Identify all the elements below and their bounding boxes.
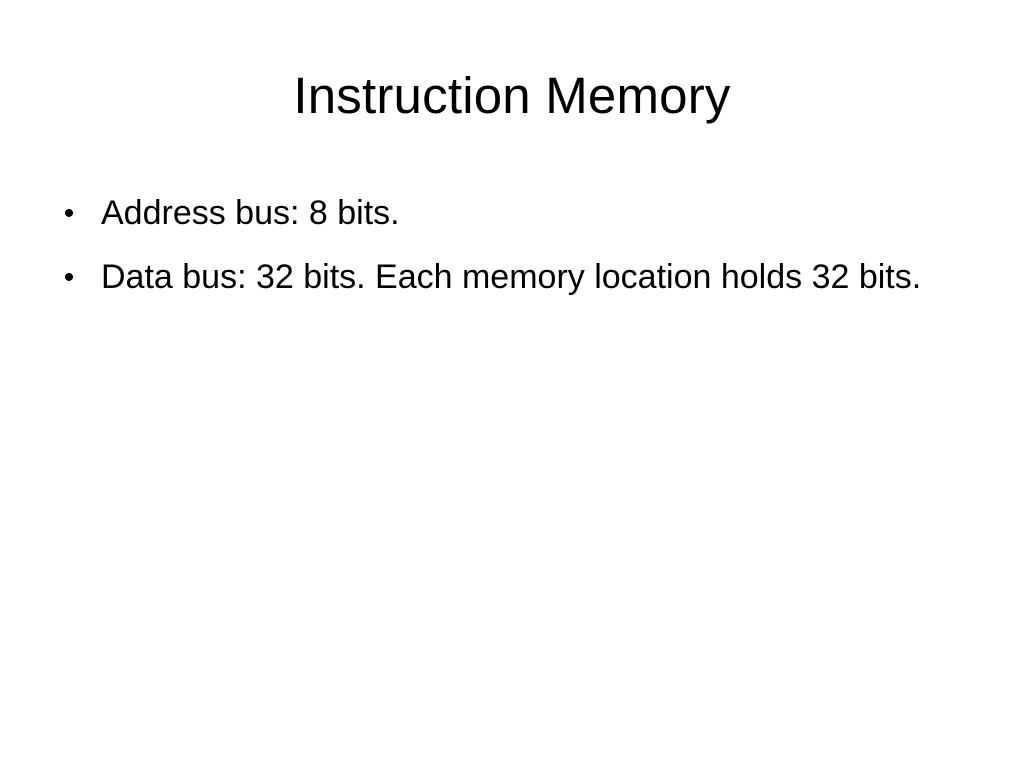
bullet-icon: •	[63, 261, 75, 294]
bullet-text: Data bus: 32 bits. Each memory location …	[101, 258, 922, 296]
slide-title: Instruction Memory	[293, 67, 731, 124]
bullet-text: Address bus: 8 bits.	[101, 194, 400, 232]
bullet-icon: •	[63, 197, 75, 230]
bullet-item-address-bus: • Address bus: 8 bits.	[57, 188, 977, 239]
bullet-item-data-bus: • Data bus: 32 bits. Each memory locatio…	[57, 252, 977, 303]
bullet-list: • Address bus: 8 bits. • Data bus: 32 bi…	[57, 188, 977, 316]
